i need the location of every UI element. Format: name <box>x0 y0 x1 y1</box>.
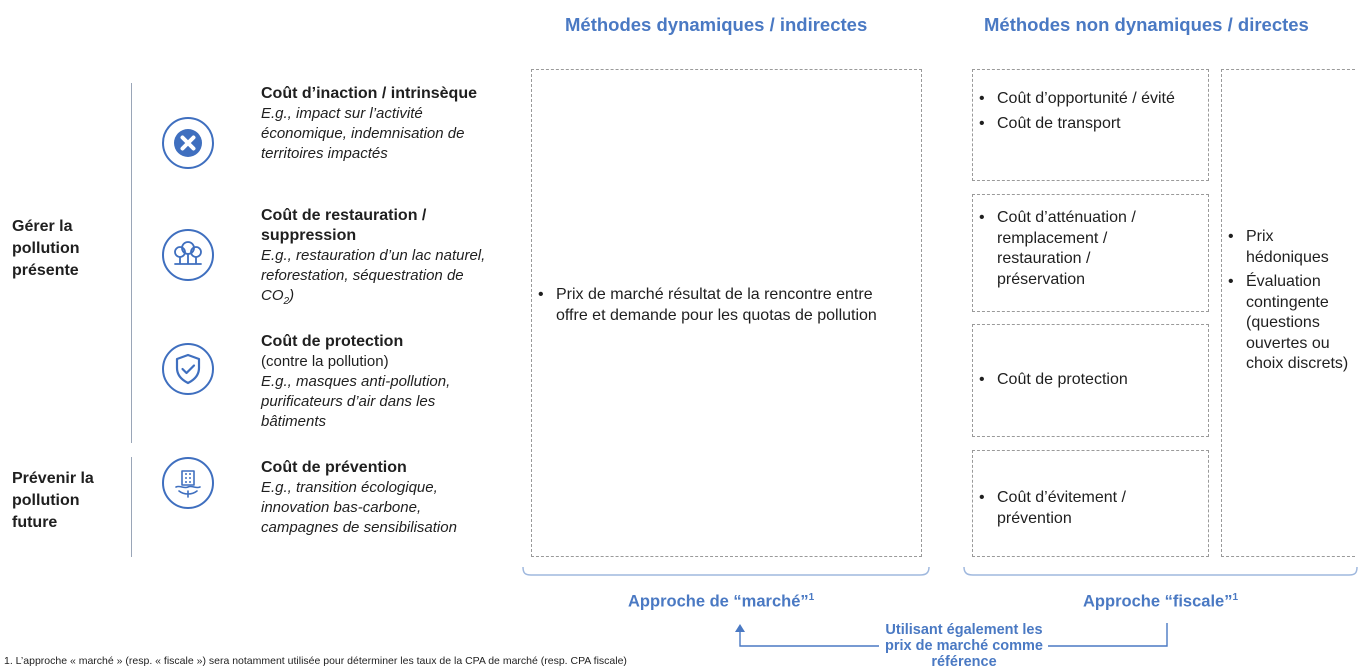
group-label-present: Gérer la pollution présente <box>12 218 80 279</box>
group-divider-future <box>131 457 132 557</box>
list-item: Coût de protection <box>975 370 1195 391</box>
group-divider-present <box>131 83 132 443</box>
line-from-fiscal <box>1048 623 1168 647</box>
cost-title: Coût de prévention <box>261 459 407 476</box>
market-bracket <box>522 566 930 576</box>
cost-description: E.g., impact sur l’activité économique, … <box>261 105 465 162</box>
header-non-dynamic-methods: Méthodes non dynamiques / directes <box>984 14 1309 35</box>
cost-title: Coût de restauration / suppression <box>261 207 427 244</box>
cost-protection: Coût de protection (contre la pollution)… <box>261 332 491 432</box>
dynamic-methods-box: Prix de marché résultat de la rencontre … <box>531 69 922 557</box>
direct-box-mitigation: Coût d’atténuation / remplacement / rest… <box>972 194 1209 312</box>
cost-title: Coût de protection <box>261 333 404 350</box>
direct-box-avoidance: Coût d’évitement / prévention <box>972 450 1209 557</box>
cost-title: Coût d’inaction / intrinsèque <box>261 85 477 102</box>
group-label-future: Prévenir la pollution future <box>12 470 94 531</box>
close-circle-icon <box>162 117 214 169</box>
shared-market-price-note: Utilisant également les prix de marché c… <box>885 622 1043 670</box>
shield-check-icon <box>162 343 214 395</box>
direct-box-opportunity: Coût d’opportunité / évité Coût de trans… <box>972 69 1209 181</box>
fiscal-bracket <box>963 566 1358 576</box>
green-city-icon <box>162 457 214 509</box>
list-item: Coût d’opportunité / évité <box>975 89 1195 110</box>
direct-box-protection: Coût de protection <box>972 324 1209 437</box>
cost-inaction: Coût d’inaction / intrinsèque E.g., impa… <box>261 84 491 164</box>
direct-box-hedonic: Prix hédoniques Évaluation contingente (… <box>1221 69 1355 557</box>
header-dynamic-methods: Méthodes dynamiques / indirectes <box>565 14 868 35</box>
cost-description: E.g., masques anti-pollution, purificate… <box>261 373 451 430</box>
cost-description: E.g., restauration d’un lac naturel, ref… <box>261 247 486 307</box>
list-item: Coût d’atténuation / remplacement / rest… <box>975 208 1170 290</box>
list-item: Prix de marché résultat de la rencontre … <box>534 285 904 326</box>
market-approach-label: Approche de “marché”1 <box>628 592 815 611</box>
footnote: 1. L’approche « marché » (resp. « fiscal… <box>4 655 627 667</box>
forest-icon <box>162 229 214 281</box>
cost-restoration: Coût de restauration / suppression E.g.,… <box>261 206 491 312</box>
cost-note: (contre la pollution) <box>261 353 389 370</box>
arrow-head <box>735 624 745 632</box>
cost-prevention: Coût de prévention E.g., transition écol… <box>261 458 491 538</box>
cost-description: E.g., transition écologique, innovation … <box>261 479 457 536</box>
arrow-to-market <box>739 630 879 647</box>
list-item: Coût d’évitement / prévention <box>975 488 1195 529</box>
list-item: Évaluation contingente (questions ouvert… <box>1224 272 1354 375</box>
list-item: Coût de transport <box>975 114 1195 135</box>
list-item: Prix hédoniques <box>1224 227 1354 268</box>
fiscal-approach-label: Approche “fiscale”1 <box>1083 592 1239 611</box>
